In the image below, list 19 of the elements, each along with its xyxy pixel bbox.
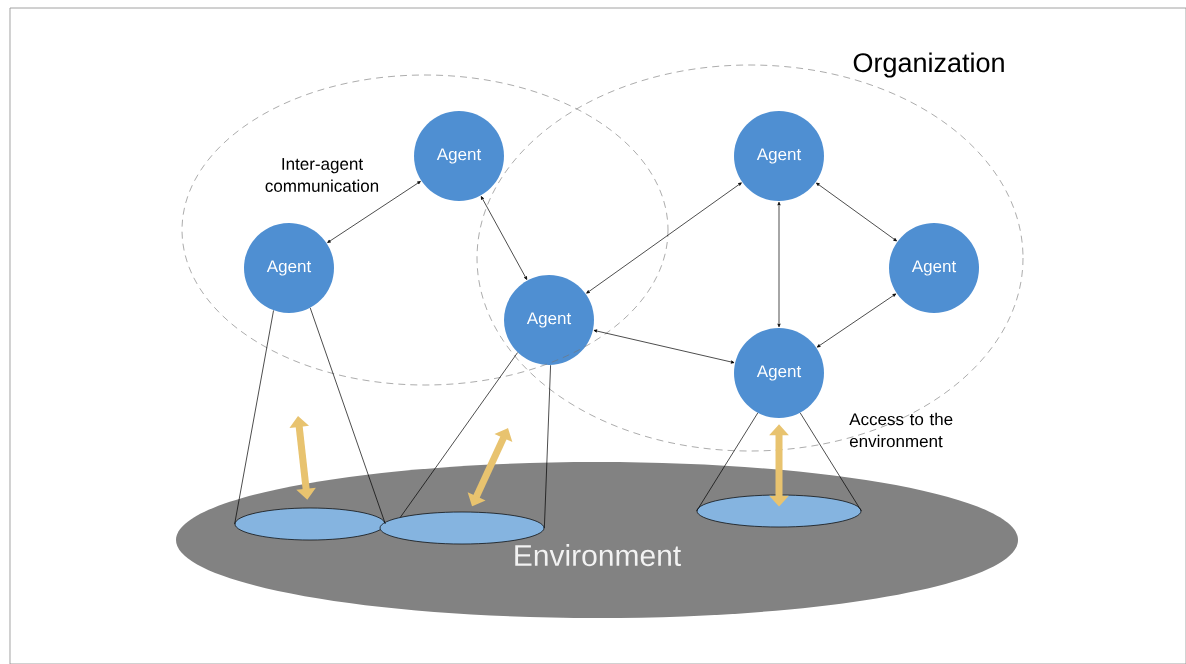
arrow — [586, 182, 742, 294]
annotation-label: Access to the environment — [849, 412, 953, 448]
environment-patch — [234, 507, 386, 541]
annotation-label: Inter-agent communication — [265, 158, 379, 192]
title-label: Organization — [853, 52, 1004, 78]
arrow — [816, 293, 897, 348]
cone-line — [696, 412, 759, 512]
arrow — [327, 181, 421, 243]
cone-line — [544, 364, 551, 529]
arrow — [816, 182, 897, 242]
cone-line — [799, 412, 862, 512]
environment-patch — [696, 494, 862, 528]
arrow — [593, 329, 735, 364]
cone-line — [400, 352, 518, 518]
environment-patch — [379, 511, 545, 545]
cone-line — [234, 310, 274, 525]
cone-line — [309, 307, 386, 525]
arrow — [480, 196, 528, 280]
arrow — [777, 201, 781, 328]
